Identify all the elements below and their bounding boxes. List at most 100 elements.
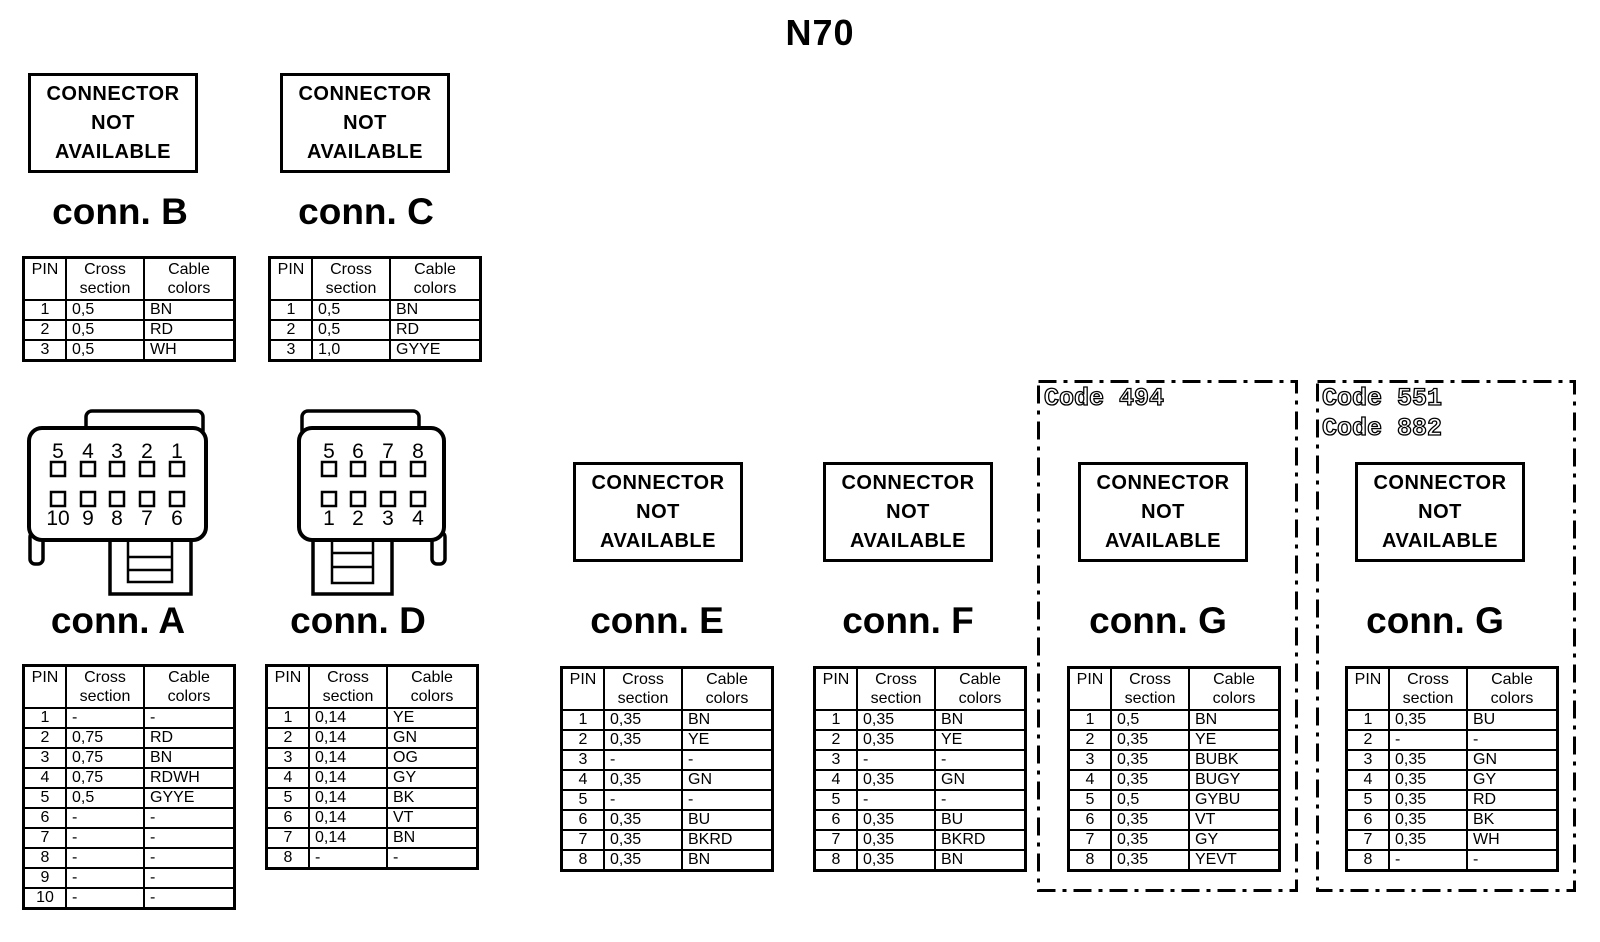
table-cell: GYYE xyxy=(389,339,482,362)
connector-label-g2: conn. G xyxy=(1366,600,1504,641)
pin-number: 10 xyxy=(46,507,69,530)
table-cell: 8 xyxy=(1067,849,1112,872)
table-cell: GN xyxy=(681,769,774,791)
cna-line: NOT xyxy=(91,111,135,134)
pin-square xyxy=(379,460,397,478)
pin-square xyxy=(49,460,67,478)
pin-number: 2 xyxy=(352,507,364,530)
code-line: Code 882 xyxy=(1321,413,1443,443)
table-cell: - xyxy=(1388,729,1468,751)
table-cell: 5 xyxy=(1345,789,1390,811)
table-cell: 3 xyxy=(1345,749,1390,771)
table-header-row: PIN Cross section Cable colors xyxy=(265,664,479,709)
column-header-cable-colors: Cable colors xyxy=(389,256,482,301)
pin-number: 7 xyxy=(141,507,153,530)
table-cell: 1 xyxy=(1067,709,1112,731)
table-cell: - xyxy=(1466,729,1559,751)
table-cell: VT xyxy=(386,807,479,829)
table-cell: BN xyxy=(934,849,1027,872)
table-cell: YE xyxy=(1188,729,1281,751)
connector-not-available-box-g1: CONNECTOR NOT AVAILABLE xyxy=(1078,462,1248,562)
table-cell: - xyxy=(386,847,479,870)
table-cell: GN xyxy=(934,769,1027,791)
table-cell: BN xyxy=(934,709,1027,731)
table-cell: 0,35 xyxy=(603,829,683,851)
table-cell: 4 xyxy=(560,769,605,791)
pin-square xyxy=(409,460,427,478)
connector-label-c: conn. C xyxy=(298,191,434,232)
cna-line: AVAILABLE xyxy=(600,529,716,552)
table-cell: RDWH xyxy=(143,767,236,789)
column-header-cable-colors: Cable colors xyxy=(386,664,479,709)
table-cell: BK xyxy=(1466,809,1559,831)
table-cell: 5 xyxy=(560,789,605,811)
pin-square xyxy=(168,460,186,478)
table-cell: - xyxy=(934,789,1027,811)
table-cell: 3 xyxy=(1067,749,1112,771)
table-cell: 1 xyxy=(1345,709,1390,731)
table-cell: BKRD xyxy=(934,829,1027,851)
pin-square xyxy=(168,490,186,508)
table-cell: 7 xyxy=(1345,829,1390,851)
table-cell: 0,35 xyxy=(856,849,936,872)
pin-number: 4 xyxy=(82,440,94,463)
column-header-cable-colors: Cable colors xyxy=(1466,666,1559,711)
table-cell: 5 xyxy=(265,787,310,809)
table-cell: GY xyxy=(1188,829,1281,851)
table-cell: GY xyxy=(386,767,479,789)
table-cell: - xyxy=(856,789,936,811)
table-cell: 5 xyxy=(813,789,858,811)
table-cell: 0,14 xyxy=(308,827,388,849)
pin-number: 3 xyxy=(382,507,394,530)
table-cell: - xyxy=(65,707,145,729)
table-cell: GN xyxy=(386,727,479,749)
pin-square xyxy=(79,490,97,508)
column-header-pin: PIN xyxy=(1067,666,1112,711)
column-header-pin: PIN xyxy=(560,666,605,711)
pin-number: 3 xyxy=(111,440,123,463)
table-cell: - xyxy=(603,749,683,771)
table-cell: - xyxy=(681,789,774,811)
table-cell: YE xyxy=(386,707,479,729)
table-header-row: PIN Cross section Cable colors xyxy=(1345,666,1559,711)
table-cell: 0,35 xyxy=(1388,789,1468,811)
table-cell: - xyxy=(143,807,236,829)
table-cell: 0,5 xyxy=(65,339,145,362)
cna-line: NOT xyxy=(343,111,387,134)
table-cell: 0,14 xyxy=(308,747,388,769)
column-header-cable-colors: Cable colors xyxy=(934,666,1027,711)
table-cell: 7 xyxy=(813,829,858,851)
column-header-pin: PIN xyxy=(22,664,67,709)
table-cell: 0,5 xyxy=(1110,709,1190,731)
table-cell: 1 xyxy=(22,707,67,729)
connector-not-available-box-b: CONNECTOR NOT AVAILABLE xyxy=(28,73,198,173)
pin-square xyxy=(409,490,427,508)
table-cell: 0,35 xyxy=(603,769,683,791)
table-cell: BN xyxy=(389,299,482,321)
table-cell: 3 xyxy=(22,747,67,769)
column-header-cross-section: Cross section xyxy=(65,664,145,709)
table-cell: 4 xyxy=(1067,769,1112,791)
code-line: Code 551 xyxy=(1321,383,1443,413)
cna-line: CONNECTOR xyxy=(46,82,180,105)
table-cell: - xyxy=(603,789,683,811)
table-cell: - xyxy=(934,749,1027,771)
page-title: N70 xyxy=(785,12,855,53)
pin-square xyxy=(320,490,338,508)
table-cell: 0,35 xyxy=(603,809,683,831)
cna-line: CONNECTOR xyxy=(591,471,725,494)
table-cell: 9 xyxy=(22,867,67,889)
